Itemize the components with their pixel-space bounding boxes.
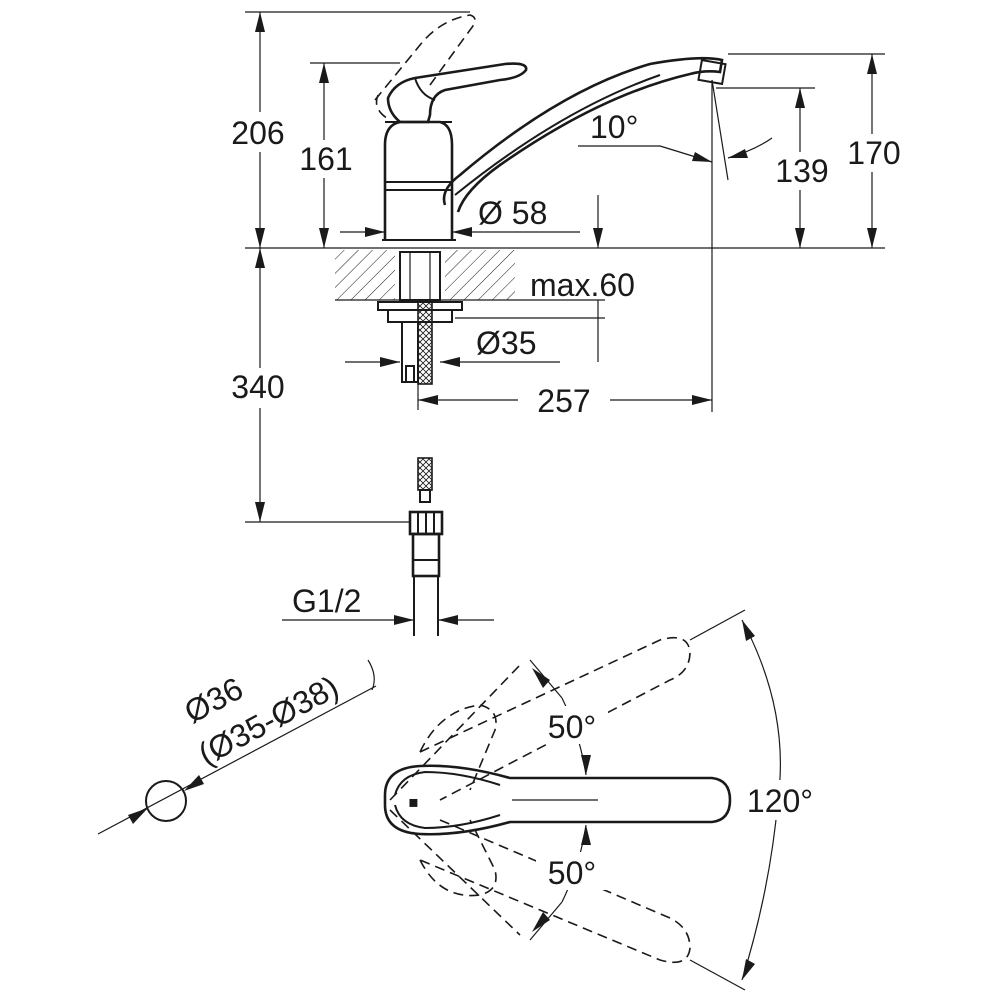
dimension-lines: 206 161 Ø 58 max.60 Ø35 2 — [215, 11, 908, 625]
lever-handle — [386, 62, 528, 124]
dim-206: 206 — [231, 115, 284, 151]
braided-hose-lower — [417, 457, 433, 491]
dim-hose-length: 340 — [231, 369, 284, 405]
dim-161: 161 — [299, 141, 352, 177]
spout — [442, 56, 724, 213]
threaded-rod — [401, 321, 419, 383]
faucet-side-view — [245, 14, 885, 636]
dim-spout-reach: 257 — [537, 383, 590, 419]
mounting-hole — [145, 780, 187, 822]
hose-fitting — [411, 532, 441, 578]
braided-hose-upper — [417, 299, 433, 385]
dim-top-height: 170 — [847, 135, 900, 171]
dim-shank-diameter: Ø35 — [476, 325, 536, 361]
faucet-top-view: ▪ 50° 50° 120° — [383, 609, 826, 991]
aerator — [697, 58, 727, 86]
dim-base-diameter: Ø 58 — [478, 195, 547, 231]
mounting-hole-detail: Ø36 (Ø35-Ø38) — [97, 659, 377, 835]
spout-position-left-dashed — [419, 636, 691, 801]
spout-position-right-dashed — [419, 819, 691, 964]
handle-marker-icon: ▪ — [408, 792, 419, 811]
dim-outlet-height: 139 — [775, 153, 828, 189]
spout-top-view — [383, 764, 732, 836]
dim-swivel-total: 120° — [747, 783, 813, 819]
lever-raised-dashed — [374, 14, 476, 101]
dim-spout-angle: 10° — [590, 109, 638, 145]
dim-connection-thread: G1/2 — [292, 583, 361, 619]
dim-swivel-left: 50° — [548, 709, 596, 745]
dim-swivel-right: 50° — [548, 855, 596, 891]
dim-max-thickness: max.60 — [530, 267, 635, 303]
